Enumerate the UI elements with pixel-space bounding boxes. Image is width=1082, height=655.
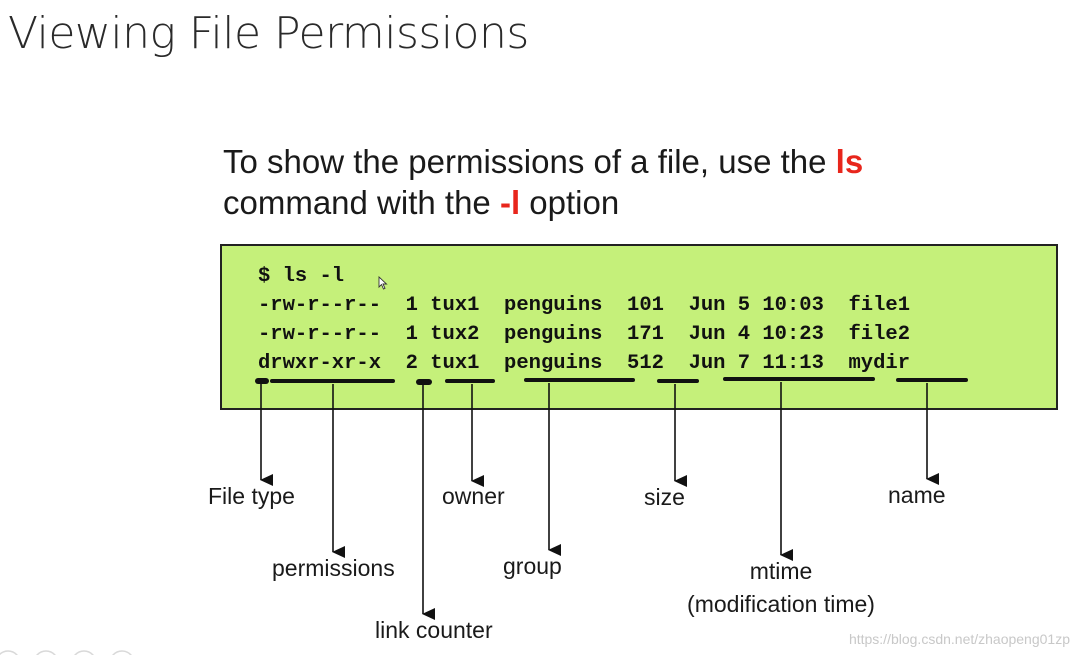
- l-option: -l: [499, 184, 521, 221]
- slide-title: Viewing File Permissions: [8, 8, 529, 59]
- label-mtime-sub: (modification time): [687, 591, 875, 617]
- label-mtime: mtime (modification time): [668, 558, 894, 618]
- terminal-row-file1: -rw-r--r-- 1 tux1 penguins 101 Jun 5 10:…: [258, 294, 911, 317]
- label-owner: owner: [442, 483, 505, 509]
- label-name: name: [888, 482, 946, 508]
- label-mtime-main: mtime: [749, 558, 813, 584]
- label-permissions: permissions: [272, 555, 395, 581]
- watermark: https://blog.csdn.net/zhaopeng01zp: [848, 631, 1070, 647]
- terminal-row-file2: -rw-r--r-- 1 tux2 penguins 171 Jun 4 10:…: [258, 323, 911, 346]
- intro-text: To show the permissions of a file, use t…: [223, 141, 863, 223]
- label-file-type: File type: [208, 483, 295, 509]
- mouse-cursor-icon: [378, 276, 388, 290]
- intro-line-2-text: command with the: [223, 184, 500, 221]
- terminal-command-line: $ ls -l: [258, 265, 345, 288]
- terminal-row-mydir: drwxr-xr-x 2 tux1 penguins 512 Jun 7 11:…: [258, 352, 911, 375]
- intro-line-2: command with the -l option: [223, 182, 863, 223]
- intro-line-2-suffix: option: [520, 184, 620, 221]
- slide-nav-dots: [0, 650, 132, 655]
- intro-line-1-text: To show the permissions of a file, use t…: [223, 143, 836, 180]
- intro-line-1: To show the permissions of a file, use t…: [223, 141, 863, 182]
- label-group: group: [503, 553, 562, 579]
- ls-command: ls: [835, 143, 864, 180]
- label-link-counter: link counter: [375, 617, 493, 643]
- label-size: size: [644, 484, 685, 510]
